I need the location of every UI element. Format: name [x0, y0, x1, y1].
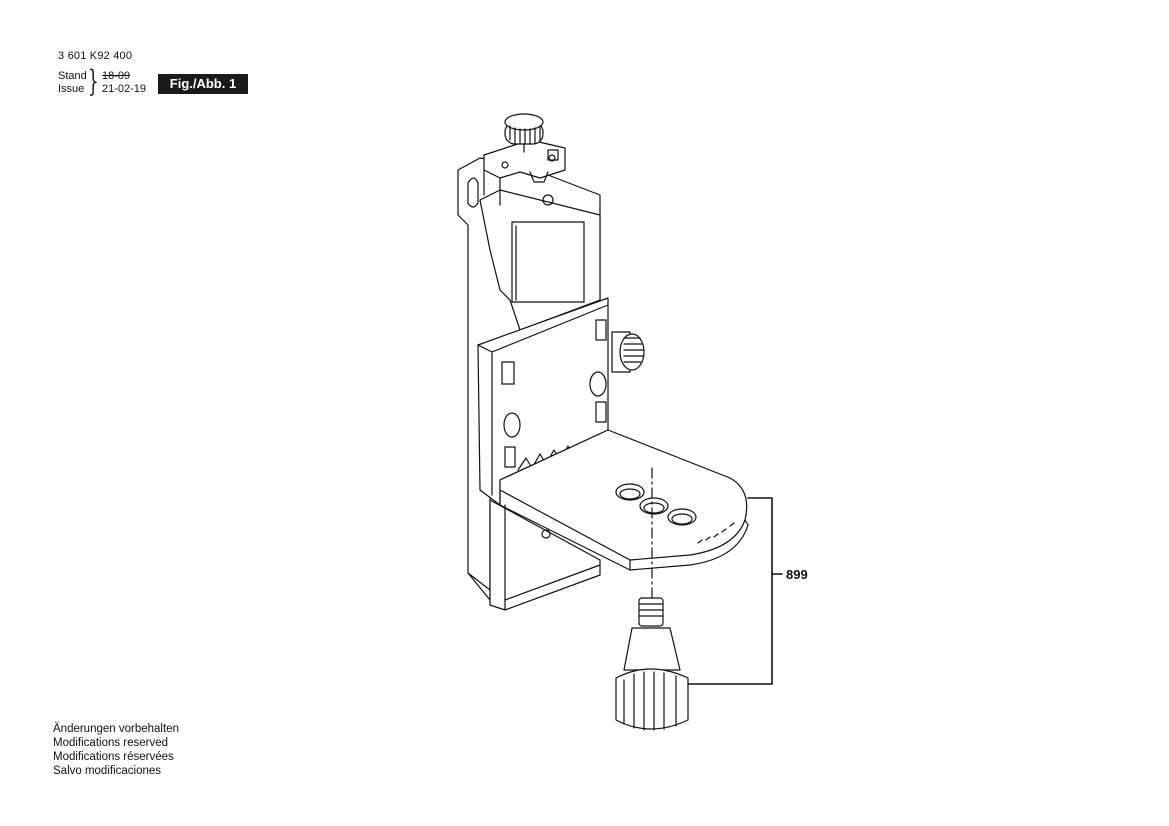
stand-label: Stand: [58, 70, 87, 82]
top-knob: [504, 113, 544, 153]
bracket-rail: [457, 157, 601, 611]
base-plate: [499, 429, 749, 571]
revision-labels: Stand Issue: [58, 70, 87, 96]
note-de: Änderungen vorbehalten: [53, 723, 179, 735]
note-es: Salvo modificaciones: [53, 765, 162, 777]
callout-number: 899: [786, 567, 808, 582]
modification-notes: Änderungen vorbehalten Modifications res…: [53, 722, 179, 778]
figure-tag: Fig./Abb. 1: [158, 74, 248, 94]
issue-date: 21-02-19: [102, 83, 147, 95]
callout-bracket: [687, 497, 773, 685]
top-clamp: [483, 139, 566, 206]
note-en: Modifications reserved: [53, 737, 169, 749]
knob-screw: [615, 597, 689, 731]
side-knob: [611, 331, 645, 373]
part-number: 3 601 K92 400: [58, 50, 133, 62]
issue-label: Issue: [58, 83, 85, 95]
brace-symbol: }: [88, 64, 99, 99]
revision-dates: 18-09 21-02-19: [102, 70, 146, 96]
stand-date: 18-09: [102, 70, 131, 82]
note-fr: Modifications réservées: [53, 751, 174, 763]
